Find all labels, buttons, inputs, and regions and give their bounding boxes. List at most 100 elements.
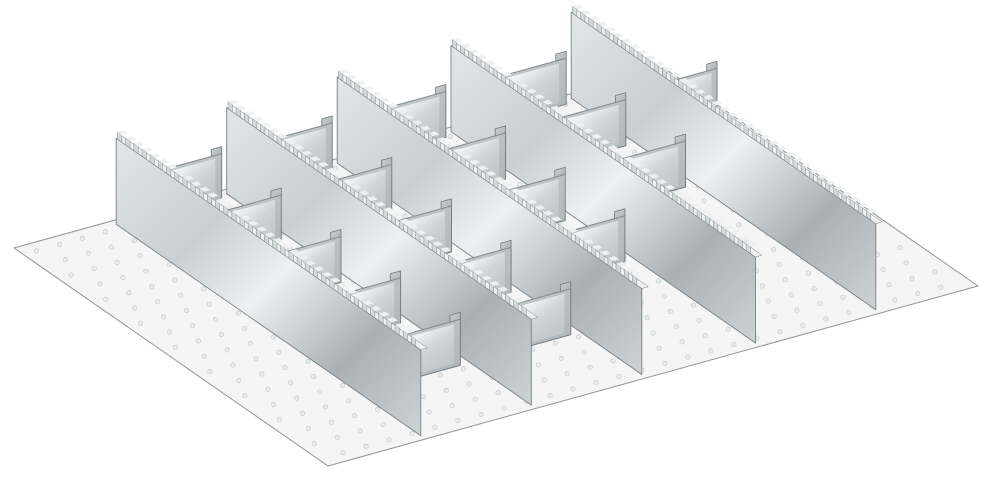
slot-tooth-top: [484, 60, 496, 66]
slot-tooth-top: [670, 72, 682, 78]
slot-tooth-top: [776, 146, 788, 151]
perforation-hole: [547, 392, 553, 398]
slot-tooth-top: [337, 283, 349, 289]
perforation-hole: [447, 133, 453, 139]
perforation-hole: [696, 317, 702, 323]
perforation-hole: [131, 238, 137, 244]
slot-tooth-top: [317, 162, 329, 167]
slot-tooth-top: [366, 196, 378, 201]
perforation-hole: [558, 355, 564, 361]
perforation-hole: [661, 293, 667, 299]
perforation-hole: [759, 283, 765, 289]
perforation-hole: [662, 360, 668, 366]
perforation-hole: [685, 354, 691, 360]
perforation-hole: [501, 405, 507, 411]
slot-tooth-top: [472, 269, 484, 275]
slot-tooth-top: [719, 106, 731, 112]
perforation-hole: [143, 268, 149, 274]
slot-tooth-top: [244, 111, 256, 116]
slot-tooth-top: [599, 250, 611, 256]
perforation-hole: [932, 269, 938, 275]
slot-tooth-top: [746, 241, 757, 247]
slot-tooth-top: [784, 151, 796, 157]
slot-tooth-top: [833, 185, 845, 191]
perforation-hole: [132, 305, 138, 311]
slot-tooth-top: [518, 193, 529, 199]
slot-tooth-top: [150, 153, 161, 158]
perforation-hole: [79, 235, 85, 241]
slot-tooth-top: [415, 230, 427, 235]
perforation-hole: [195, 338, 201, 344]
slot-tooth-top: [182, 175, 194, 181]
perforation-hole: [235, 310, 241, 316]
perforation-hole: [765, 298, 771, 304]
slot-tooth-top: [403, 114, 415, 120]
slot-tooth-top: [631, 162, 643, 168]
slot-tooth-top: [452, 148, 464, 154]
slot-tooth-top: [460, 43, 472, 49]
perforation-hole: [305, 426, 311, 432]
slot-tooth-top: [597, 21, 608, 27]
slot-tooth-top: [268, 128, 280, 133]
slot-tooth-top: [354, 294, 366, 300]
perforation-hole: [85, 250, 91, 256]
slot-tooth-top: [680, 196, 692, 202]
slot-tooth-top: [705, 213, 717, 219]
slot-tooth-top: [325, 167, 337, 173]
perforation-hole: [218, 332, 224, 338]
perforation-hole: [230, 362, 236, 368]
perforation-hole: [340, 450, 346, 456]
perforation-hole: [212, 316, 218, 322]
perforation-hole: [247, 340, 253, 346]
slot-tooth-top: [371, 91, 382, 97]
perforation-hole: [334, 434, 340, 440]
slot-tooth-top: [513, 298, 525, 303]
perforation-hole: [62, 257, 68, 263]
slot-tooth-top: [264, 232, 276, 238]
perforation-hole: [201, 353, 207, 359]
perforation-hole: [800, 322, 806, 328]
perforation-hole: [91, 266, 97, 272]
perforation-hole: [587, 364, 593, 370]
slot-tooth-top: [591, 134, 602, 139]
perforation-hole: [322, 404, 328, 410]
perforation-hole: [449, 403, 455, 409]
slotted-wall: [450, 37, 763, 344]
slot-tooth-top: [493, 66, 504, 71]
slot-tooth-top: [752, 129, 763, 134]
perforation-hole: [840, 294, 846, 300]
slot-tooth-top: [493, 176, 505, 182]
slot-tooth-top: [615, 151, 627, 156]
slot-tooth-top: [280, 243, 292, 249]
slot-tooth-top: [664, 185, 676, 190]
perforation-hole: [224, 347, 230, 353]
perforation-hole: [593, 380, 599, 386]
slot-tooth-top: [174, 170, 186, 175]
perforation-hole: [575, 334, 581, 340]
slot-tooth-top: [252, 116, 264, 122]
slot-tooth-top: [566, 117, 578, 122]
perforation-hole: [317, 389, 323, 395]
slot-tooth-top: [713, 219, 725, 224]
perforation-hole: [172, 277, 178, 283]
perforation-hole: [897, 245, 903, 251]
slot-tooth-top: [760, 134, 772, 140]
perforation-hole: [667, 308, 673, 314]
perforation-hole: [702, 333, 708, 339]
slot-tooth-top: [662, 66, 674, 72]
slot-tooth-top: [117, 130, 129, 136]
slot-tooth-top: [613, 32, 625, 38]
perforation-hole: [460, 366, 466, 372]
slot-tooth-top: [580, 10, 592, 15]
slot-tooth-top: [383, 207, 394, 213]
slot-tooth-top: [817, 174, 829, 180]
slot-tooth-top: [231, 209, 243, 215]
perforation-hole: [495, 390, 501, 396]
perforation-hole: [892, 297, 898, 303]
slot-tooth-top: [672, 190, 684, 196]
slot-tooth-top: [729, 230, 741, 236]
slot-tooth-top: [199, 187, 210, 192]
slot-tooth-top: [591, 244, 603, 250]
slot-tooth-top: [654, 61, 665, 66]
